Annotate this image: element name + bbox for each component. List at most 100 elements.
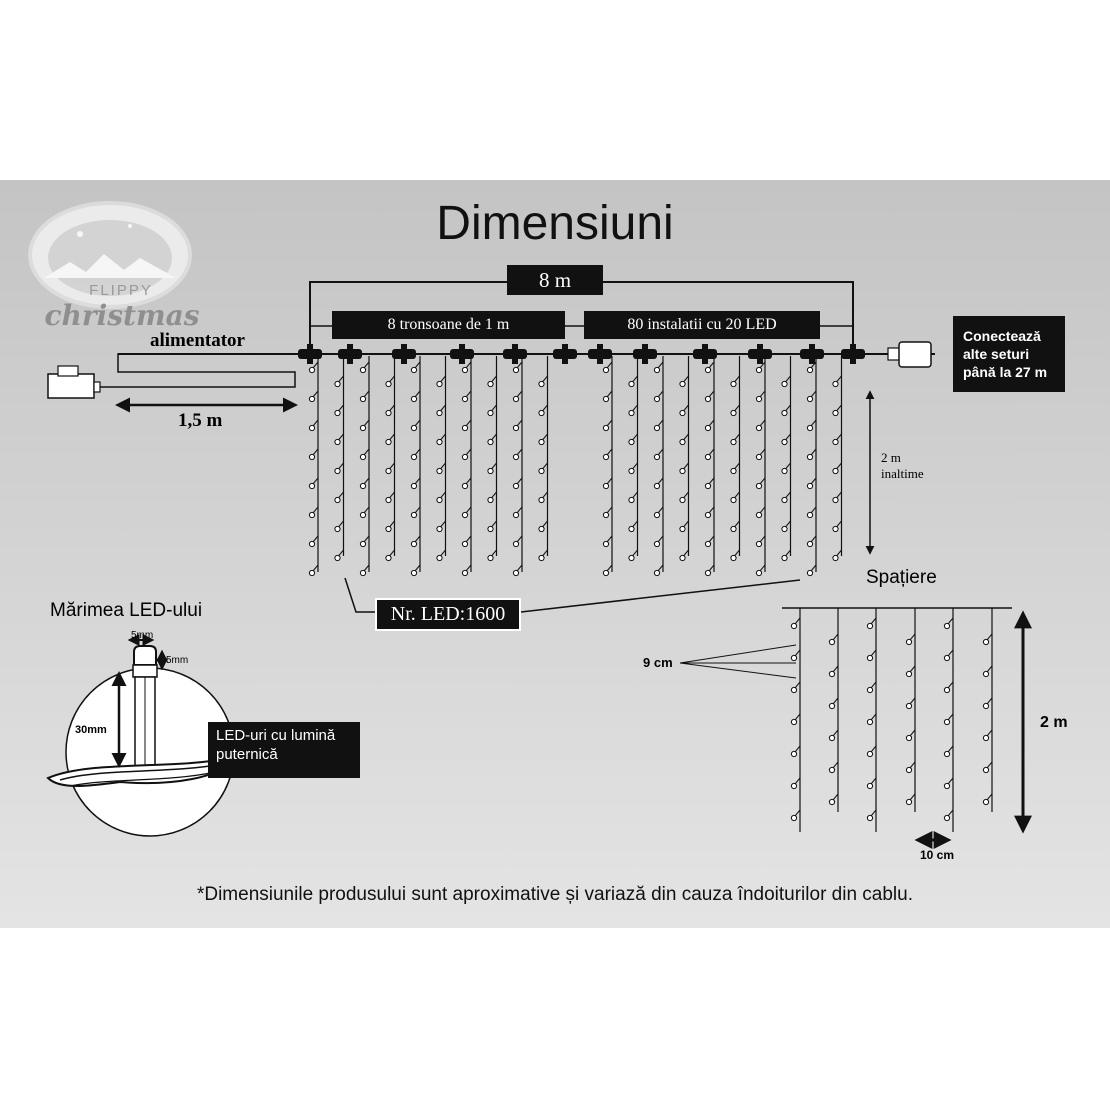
installs-label: 80 instalatii cu 20 LED [584, 311, 820, 339]
led-bulb [790, 814, 798, 822]
led-bulb [628, 496, 635, 504]
led-bulb [461, 395, 469, 403]
led-bulb [385, 467, 392, 475]
led-bulb [359, 366, 367, 374]
power-label: alimentator [150, 330, 245, 351]
led-count-leader-right [520, 579, 801, 613]
led-bulb [679, 467, 686, 475]
led-bulb [866, 750, 874, 758]
led-bulb [461, 424, 469, 432]
led-bulb [653, 482, 661, 490]
led-bulb [866, 814, 874, 822]
led-bulb [538, 438, 545, 446]
led-bulb [308, 482, 316, 490]
led-bulb [704, 453, 712, 461]
led-bulb [832, 554, 839, 562]
led-bulb [308, 569, 316, 577]
led-bulb [781, 525, 788, 533]
led-bulb [755, 453, 763, 461]
led-bulb [982, 702, 990, 710]
led-bulb [538, 409, 545, 417]
height-label: 2 m inaltime [881, 450, 924, 481]
led-bulb [487, 496, 494, 504]
led-bulb [866, 782, 874, 790]
led-strands [308, 356, 843, 577]
led-bulb [461, 366, 469, 374]
led-bulb [359, 395, 367, 403]
led-bright-label: LED-uri cu lumină puternică [208, 722, 360, 778]
led-bulb [512, 482, 520, 490]
led-bulb [334, 380, 341, 388]
led-bulb [982, 638, 990, 646]
led-bulb [755, 366, 763, 374]
led-bulb [410, 540, 418, 548]
led-bulb [359, 453, 367, 461]
led-bulb [905, 734, 913, 742]
led-bulb [653, 453, 661, 461]
led-bulb [806, 395, 814, 403]
led-bulb [334, 525, 341, 533]
led-bulb [512, 511, 520, 519]
led-length-label: 30mm [75, 724, 107, 736]
led-bulb [308, 424, 316, 432]
led-bulb [828, 670, 836, 678]
led-bulb [755, 482, 763, 490]
led-bulb [538, 380, 545, 388]
led-bulb [512, 453, 520, 461]
led-width-label: 5mm [131, 630, 154, 641]
led-bulb [781, 554, 788, 562]
led-bulb [385, 525, 392, 533]
led-bulb [704, 424, 712, 432]
led-bulb [385, 380, 392, 388]
led-bulb [538, 525, 545, 533]
led-bulb [806, 482, 814, 490]
led-bulb [828, 702, 836, 710]
led-bulb [359, 511, 367, 519]
led-bulb [943, 686, 951, 694]
led-bulb [436, 525, 443, 533]
footnote: *Dimensiunile produsului sunt aproximati… [196, 884, 914, 905]
led-bulb [943, 814, 951, 822]
led-bulb [436, 409, 443, 417]
spacing-title: Spațiere [866, 567, 937, 588]
led-size-title: Mărimea LED-ului [50, 600, 203, 621]
led-bulb [905, 638, 913, 646]
led-bulb [385, 554, 392, 562]
led-bulb [410, 366, 418, 374]
power-adapter [47, 365, 101, 399]
led-bulb [410, 453, 418, 461]
led-bulb [385, 438, 392, 446]
led-bulb [538, 496, 545, 504]
led-bulb [704, 511, 712, 519]
led-bulb [866, 686, 874, 694]
led-bulb [436, 380, 443, 388]
led-bulb [359, 482, 367, 490]
led-bulb [781, 496, 788, 504]
end-connector [887, 341, 932, 368]
led-bulb [704, 540, 712, 548]
led-bulb [943, 718, 951, 726]
logo-badge [28, 201, 192, 309]
led-bulb [487, 525, 494, 533]
led-bulb [730, 380, 737, 388]
led-bulb [461, 511, 469, 519]
led-bulb [628, 554, 635, 562]
led-bulb [730, 409, 737, 417]
led-bulb [828, 798, 836, 806]
led-bulb [461, 482, 469, 490]
segments-label: 8 tronsoane de 1 m [332, 311, 565, 339]
led-bulb [781, 438, 788, 446]
led-bulb [704, 569, 712, 577]
led-bulb [806, 453, 814, 461]
led-bulb [866, 654, 874, 662]
led-count-label: Nr. LED:1600 [375, 598, 521, 631]
power-cable [97, 353, 296, 388]
led-size-illustration [46, 634, 235, 837]
led-bulb [334, 554, 341, 562]
led-bulb [436, 438, 443, 446]
logo-top-text: FLIPPY [89, 282, 153, 299]
led-bulb [359, 540, 367, 548]
led-bulb [790, 686, 798, 694]
led-bulb [905, 766, 913, 774]
